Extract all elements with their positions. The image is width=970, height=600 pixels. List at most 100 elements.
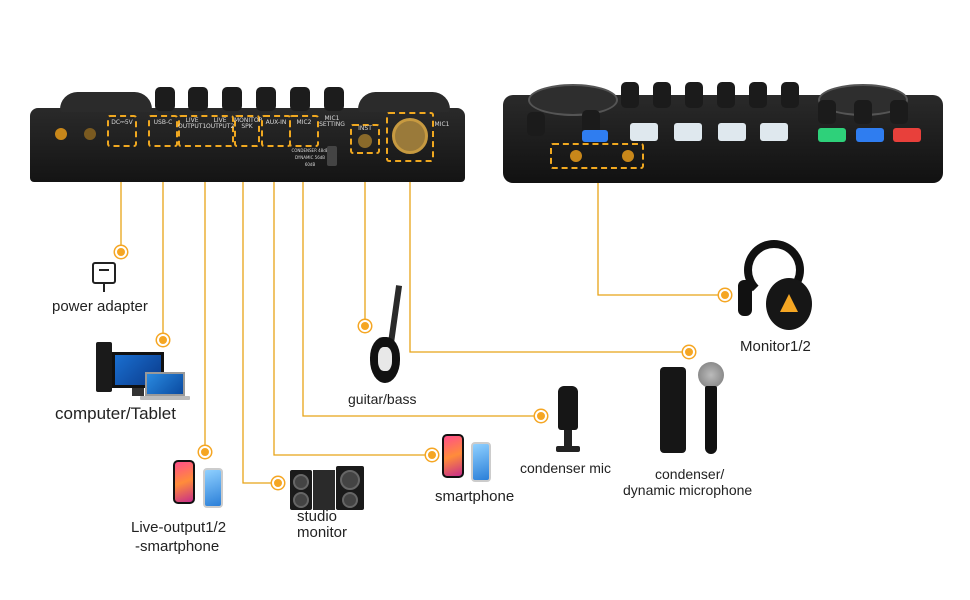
mic1-setting-label: MIC1 SETTING [319,115,345,128]
front-knob-9 [818,100,836,124]
back-knob-1 [155,87,175,111]
front-knob-3 [685,82,703,108]
smartphone-label: smartphone [435,488,515,505]
port-live-output1-label: LIVE OUTPUT1 [178,117,207,130]
switch-option-dynamic: DYNAMIC 56dB [294,155,326,160]
dot-power [115,246,127,258]
port-live-output-highlight [178,115,234,147]
port-usbc-label: USB-C [153,119,173,126]
pad-1 [630,123,658,141]
pad-3 [718,123,746,141]
pad-4 [760,123,788,141]
power-icon [92,262,116,292]
monitor-icon [112,352,164,388]
port-inst-label: INST [358,125,372,132]
laptop-base [140,396,190,400]
live-output-label-line2: -smartphone [135,538,220,555]
port-mic2-highlight [289,115,319,147]
headphones-label: Monitor1/2 [740,338,811,355]
knob-large-right [358,92,450,112]
port-usbc-highlight [148,115,178,147]
condenser-mic-label: condenser mic [520,460,612,476]
port-aux-in-label: AUX-IN [265,119,287,126]
speaker-icon-2 [336,466,364,510]
pad-blue-small [582,130,608,142]
smartphone-aux-icon [442,434,464,478]
front-knob-1 [621,82,639,108]
guitar-label: guitar/bass [348,391,417,407]
dot-mic1 [683,346,695,358]
dot-mic2 [535,410,547,422]
jog-wheel-left [528,84,618,116]
back-knob-3 [222,87,242,111]
back-knob-6 [324,87,344,111]
studio-monitor-label-line1: studio [297,508,338,525]
inst-jack [358,134,372,148]
power-button-icon [55,128,67,140]
front-knob-6 [781,82,799,108]
back-knob-2 [188,87,208,111]
front-knob-7 [527,112,545,136]
back-knob-4 [256,87,276,111]
smartphone-aux-icon-2 [471,442,491,482]
line-mic1 [409,165,689,353]
microphone-icon [556,386,580,458]
guitar-icon [368,285,404,387]
line-mic2 [302,147,541,417]
dynamic-mic-icon [698,362,724,456]
port-dc-label: DC⎓5V [111,119,133,126]
port-live-output2-label: LIVE OUTPUT2 [206,117,235,130]
studio-monitor-label-line2: monitor [297,524,348,541]
front-knob-8 [582,110,600,134]
stereo-unit [313,470,335,510]
xlr-combo-jack [392,118,428,154]
line-headphones [597,168,725,296]
knob-large-left [60,92,152,112]
monitor-stand [132,388,144,396]
studio-mic-icon [660,367,686,453]
computer-label: computer/Tablet [55,404,176,423]
switch-option-60db: 60dB [304,162,316,167]
dot-monitor-spk [272,477,284,489]
smartphone-icon [173,460,195,504]
port-monitor-spk-highlight [234,115,260,147]
line-monitor-spk [242,147,278,484]
pc-tower [96,342,112,392]
pad-red [893,128,921,142]
power-adapter-label: power adapter [52,298,148,315]
front-knob-4 [717,82,735,108]
port-mic2-label: MIC2 [296,119,312,126]
headphone-jack-1 [570,150,582,162]
back-knob-5 [290,87,310,111]
pad-blue [856,128,884,142]
port-monitor-spk-label: MONITOR SPK [234,117,263,130]
headphones-icon [738,240,812,332]
line-aux-in [273,147,432,456]
front-knob-2 [653,82,671,108]
headphone-jack-2 [622,150,634,162]
dynamic-mic-label-line1: condenser/ [655,466,725,482]
dot-usb [157,334,169,346]
mic1-setting-switch [327,146,337,166]
smartphone-icon-2 [203,468,223,508]
switch-option-condenser: CONDENSER 48dB [291,148,329,153]
gear-button-icon [84,128,96,140]
port-mic1-label: MIC1 [434,121,450,128]
dot-live-output [199,446,211,458]
live-output-label-line1: Live-output1/2 [131,519,227,536]
pad-2 [674,123,702,141]
speaker-icon [290,470,312,510]
pad-green [818,128,846,142]
front-knob-5 [749,82,767,108]
port-dc-highlight [107,115,137,147]
dot-inst [359,320,371,332]
laptop-icon [145,372,185,396]
port-inst-highlight [350,124,380,154]
dot-headphones [719,289,731,301]
front-knob-11 [890,100,908,124]
dynamic-mic-label-line2: dynamic microphone [623,482,753,498]
front-knob-10 [854,100,872,124]
dot-aux-in [426,449,438,461]
headphone-ports-highlight [550,143,644,169]
port-mic1-highlight [386,112,434,162]
